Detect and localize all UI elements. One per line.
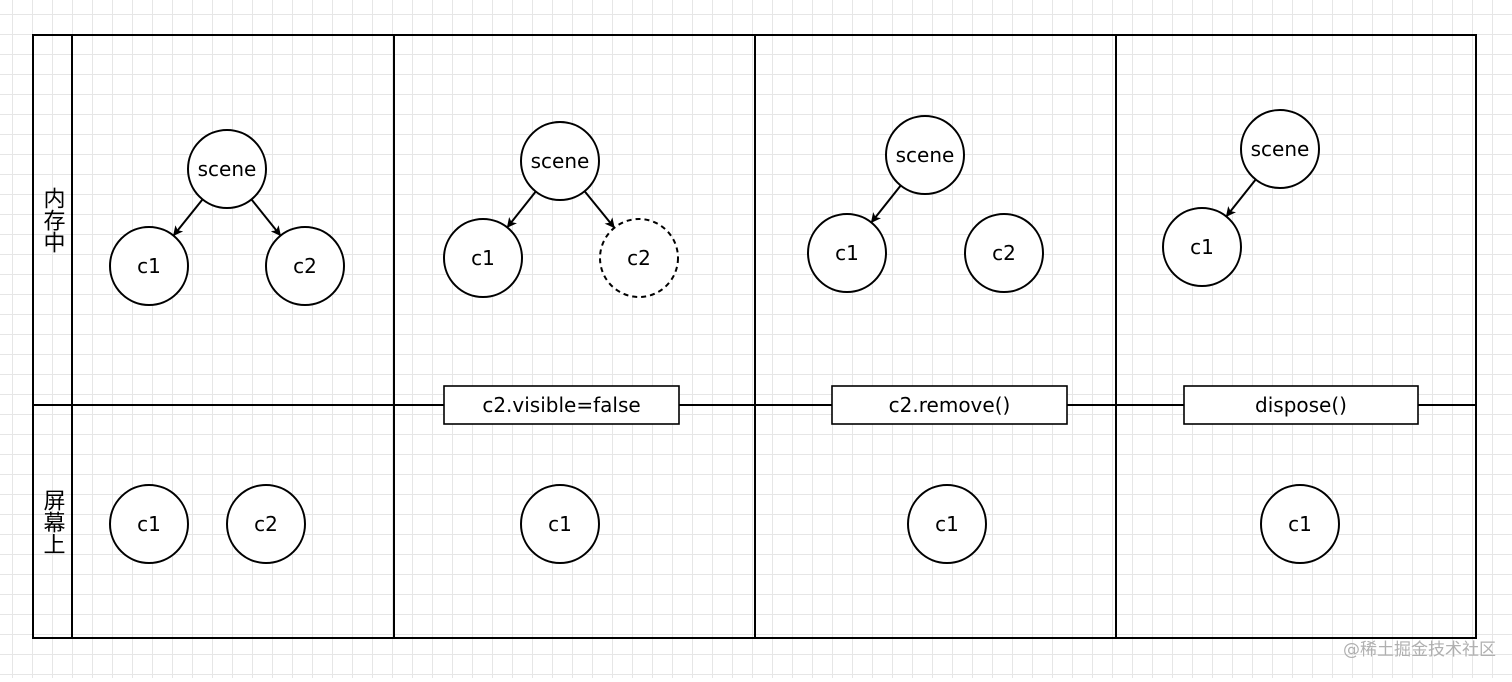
edge-scene-to-c2 xyxy=(250,198,281,237)
screen-node-c1-label: c1 xyxy=(935,512,959,536)
panel-2: scene c1 c2 c1 c2.visible=false xyxy=(443,121,680,564)
screen-node-c1-circle xyxy=(907,484,987,564)
memory-node-c1-label: c1 xyxy=(835,241,859,265)
memory-node-c2-circle xyxy=(265,226,345,306)
screen-node-c2-label: c2 xyxy=(254,512,278,536)
operation-box xyxy=(443,385,680,425)
screen-node-c1-label: c1 xyxy=(137,512,161,536)
operation-label: c2.visible=false xyxy=(482,393,640,417)
screen-node-c2-circle xyxy=(226,484,306,564)
memory-node-scene-circle xyxy=(885,115,965,195)
edge-scene-to-c2 xyxy=(583,190,615,229)
screen-node-c1-circle xyxy=(520,484,600,564)
screen-node-c1-circle xyxy=(1260,484,1340,564)
memory-node-scene-label: scene xyxy=(198,157,257,181)
screen-node-c1-label: c1 xyxy=(548,512,572,536)
panels: scene c1 c2 c1 c2 scene c1 c2 c1 c2.visible=false… xyxy=(109,109,1419,564)
memory-node-scene-circle xyxy=(1240,109,1320,189)
memory-node-c1-label: c1 xyxy=(471,246,495,270)
row-label-memory: 内存中 xyxy=(40,187,66,253)
memory-node-c2-label: c2 xyxy=(627,246,651,270)
memory-node-c1-circle xyxy=(109,226,189,306)
edge-scene-to-c1 xyxy=(173,198,204,237)
operation-box xyxy=(831,385,1068,425)
edge-scene-to-c1 xyxy=(870,184,902,224)
watermark: @稀土掘金技术社区 xyxy=(1343,640,1496,660)
memory-node-scene-label: scene xyxy=(896,143,955,167)
operation-label: dispose() xyxy=(1255,393,1347,417)
operation-label: c2.remove() xyxy=(889,393,1011,417)
memory-node-c2-circle xyxy=(599,218,679,298)
memory-node-scene-circle xyxy=(520,121,600,201)
memory-node-c1-circle xyxy=(1162,207,1242,287)
edge-scene-to-c1 xyxy=(506,190,537,228)
memory-node-c2-circle xyxy=(964,213,1044,293)
memory-node-scene-circle xyxy=(187,129,267,209)
panel-1: scene c1 c2 c1 c2 xyxy=(109,129,345,564)
memory-node-scene-label: scene xyxy=(1251,137,1310,161)
memory-node-scene-label: scene xyxy=(531,149,590,173)
memory-node-c1-label: c1 xyxy=(137,254,161,278)
panel-4: scene c1 c1 dispose() xyxy=(1162,109,1419,564)
memory-node-c2-label: c2 xyxy=(293,254,317,278)
screen-node-c1-circle xyxy=(109,484,189,564)
row-label-screen: 屏幕上 xyxy=(40,489,66,555)
screen-node-c1-label: c1 xyxy=(1288,512,1312,536)
memory-node-c1-label: c1 xyxy=(1190,235,1214,259)
memory-node-c1-circle xyxy=(807,213,887,293)
edge-scene-to-c1 xyxy=(1225,178,1257,218)
panel-3: scene c1 c2 c1 c2.remove() xyxy=(807,115,1068,564)
memory-node-c1-circle xyxy=(443,218,523,298)
operation-box xyxy=(1183,385,1419,425)
memory-node-c2-label: c2 xyxy=(992,241,1016,265)
